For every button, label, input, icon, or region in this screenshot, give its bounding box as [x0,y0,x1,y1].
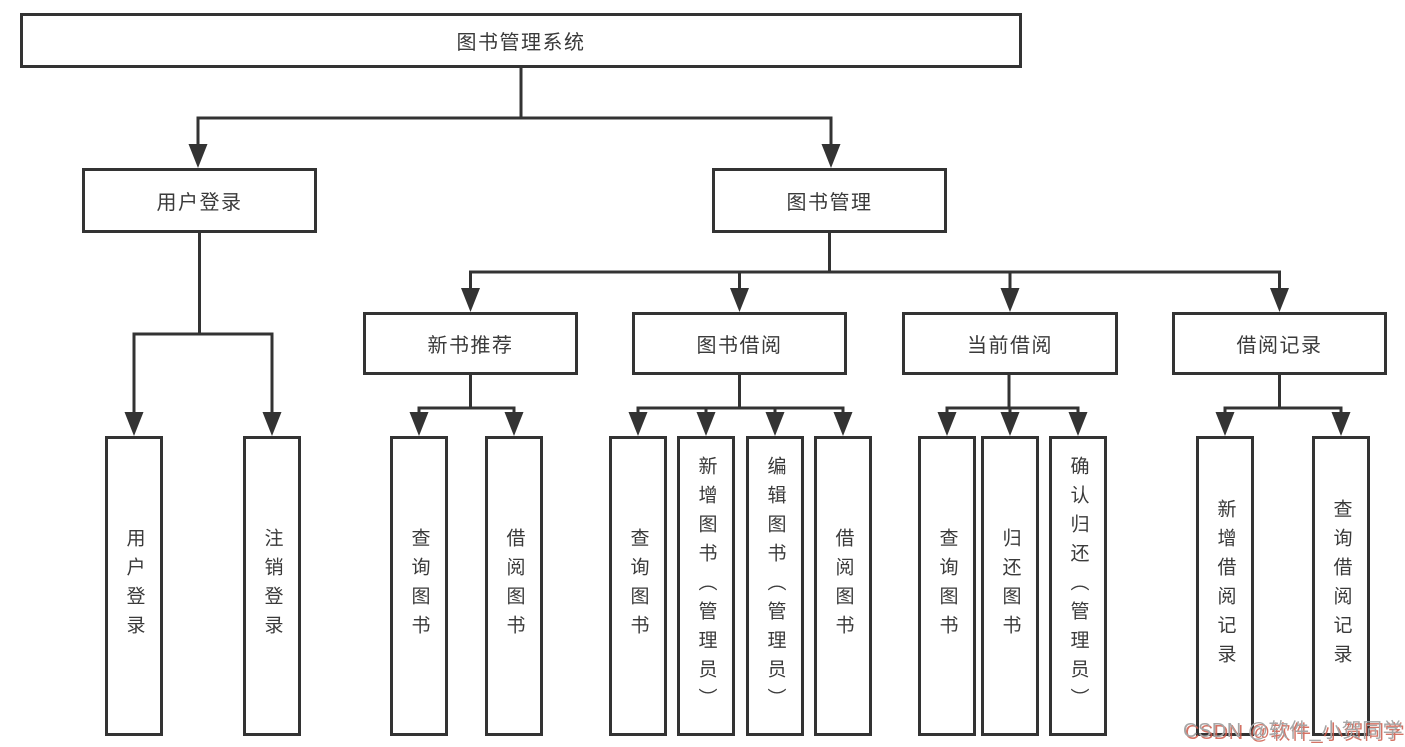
leaf-confirm-return-admin: 确认归还（管理员） [1049,436,1107,736]
connector-new-books-group [417,375,516,414]
leaf-add-borrow-record-label: 新增借阅记录 [1214,499,1236,673]
node-borrowing-records: 借阅记录 [1172,312,1387,375]
arrowhead-leaf-add-book [696,412,716,436]
leaf-query-books-3: 查询图书 [918,436,976,736]
leaf-logout-label: 注销登录 [261,528,283,644]
leaf-borrow-books-2: 借阅图书 [814,436,872,736]
leaf-query-books-2: 查询图书 [609,436,667,736]
arrowhead-user-login [188,144,208,168]
watermark-text: CSDN @软件_小贺同学 [1183,720,1404,742]
leaf-query-books-3-label: 查询图书 [936,528,958,644]
node-current-borrowing-label: 当前借阅 [967,335,1053,357]
node-user-login-label: 用户登录 [156,192,243,214]
arrowhead-current-borrow [1000,288,1020,312]
leaf-borrow-books-1-label: 借阅图书 [503,528,525,644]
arrowhead-leaf-edit-book [765,412,785,436]
connector-borrow-records-group [1223,375,1343,414]
arrowhead-leaf-query-2 [628,412,648,436]
node-root: 图书管理系统 [20,13,1022,68]
leaf-add-borrow-record: 新增借阅记录 [1196,436,1254,736]
arrowhead-leaf-user-login [124,412,144,436]
arrowhead-leaf-query-3 [937,412,957,436]
leaf-query-books-1: 查询图书 [390,436,448,736]
arrowhead-leaf-query-record [1331,412,1351,436]
arrowhead-book-management [821,144,841,168]
node-current-borrowing: 当前借阅 [902,312,1118,375]
arrowhead-leaf-return-book [1000,412,1020,436]
node-book-management-label: 图书管理 [786,192,873,214]
leaf-query-borrow-record-label: 查询借阅记录 [1330,499,1352,673]
node-book-borrowing: 图书借阅 [632,312,847,375]
leaf-query-books-2-label: 查询图书 [627,528,649,644]
leaf-user-login-label: 用户登录 [123,528,145,644]
leaf-add-book-admin: 新增图书（管理员） [677,436,735,736]
arrowhead-leaf-logout [262,412,282,436]
connector-user-login-group [132,233,274,414]
leaf-query-books-1-label: 查询图书 [408,528,430,644]
leaf-borrow-books-2-label: 借阅图书 [832,528,854,644]
node-new-book-recommendation: 新书推荐 [363,312,578,375]
leaf-return-books-label: 归还图书 [999,528,1021,644]
node-borrowing-records-label: 借阅记录 [1236,335,1323,357]
arrowhead-leaf-borrow-1 [504,412,524,436]
connector-book-management-group [469,233,1281,290]
node-root-label: 图书管理系统 [456,32,586,54]
connector-current-borrow-group [945,375,1080,414]
leaf-borrow-books-1: 借阅图书 [485,436,543,736]
connector-book-borrowing-group [636,375,845,414]
node-new-book-recommendation-label: 新书推荐 [427,335,514,357]
arrowhead-borrow-records [1270,288,1289,312]
leaf-confirm-return-admin-label: 确认归还（管理员） [1067,455,1089,717]
arrowhead-new-books [461,288,480,312]
leaf-edit-book-admin-label: 编辑图书（管理员） [764,455,786,717]
leaf-add-book-admin-label: 新增图书（管理员） [695,455,717,717]
node-book-management: 图书管理 [712,168,947,233]
leaf-query-borrow-record: 查询借阅记录 [1312,436,1370,736]
connector-root [196,68,833,146]
leaf-edit-book-admin: 编辑图书（管理员） [746,436,804,736]
leaf-return-books: 归还图书 [981,436,1039,736]
arrowhead-book-borrowing [730,288,749,312]
arrowhead-leaf-borrow-2 [833,412,853,436]
leaf-logout: 注销登录 [243,436,301,736]
arrowhead-leaf-confirm-return [1068,412,1088,436]
arrowhead-leaf-add-record [1215,412,1235,436]
arrowhead-leaf-query-1 [409,412,429,436]
node-user-login: 用户登录 [82,168,317,233]
leaf-user-login: 用户登录 [105,436,163,736]
node-book-borrowing-label: 图书借阅 [696,335,783,357]
